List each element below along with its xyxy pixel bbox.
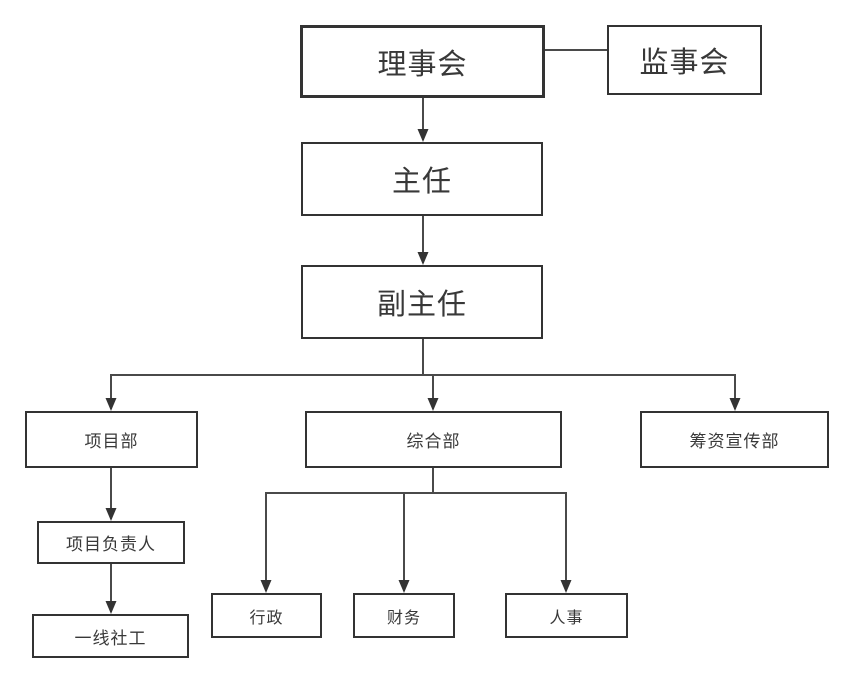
node-supervisory-board[interactable]: 监事会 — [607, 25, 762, 95]
node-fundraising-publicity-dept[interactable]: 筹资宣传部 — [640, 411, 829, 468]
node-frontline-social-worker[interactable]: 一线社工 — [32, 614, 189, 658]
node-fundraising-publicity-dept-label: 筹资宣传部 — [689, 432, 780, 451]
node-general-dept[interactable]: 综合部 — [305, 411, 562, 468]
node-director-label: 主任 — [391, 166, 452, 198]
node-project-leader-label: 项目负责人 — [66, 535, 156, 554]
node-finance[interactable]: 财务 — [353, 593, 455, 638]
node-supervisory-board-label: 监事会 — [639, 47, 730, 79]
node-administration[interactable]: 行政 — [211, 593, 322, 638]
node-deputy-director[interactable]: 副主任 — [301, 265, 543, 339]
node-board[interactable]: 理事会 — [300, 25, 545, 98]
node-project-dept[interactable]: 项目部 — [25, 411, 198, 468]
node-general-dept-label: 综合部 — [406, 432, 461, 451]
node-project-dept-label: 项目部 — [84, 432, 139, 451]
node-human-resources-label: 人事 — [549, 609, 584, 627]
node-finance-label: 财务 — [386, 609, 421, 627]
node-board-label: 理事会 — [377, 48, 468, 81]
node-human-resources[interactable]: 人事 — [505, 593, 628, 638]
node-deputy-director-label: 副主任 — [376, 289, 467, 321]
node-director[interactable]: 主任 — [301, 142, 543, 216]
node-administration-label: 行政 — [249, 609, 284, 627]
node-project-leader[interactable]: 项目负责人 — [37, 521, 185, 564]
node-frontline-social-worker-label: 一线社工 — [74, 628, 147, 648]
